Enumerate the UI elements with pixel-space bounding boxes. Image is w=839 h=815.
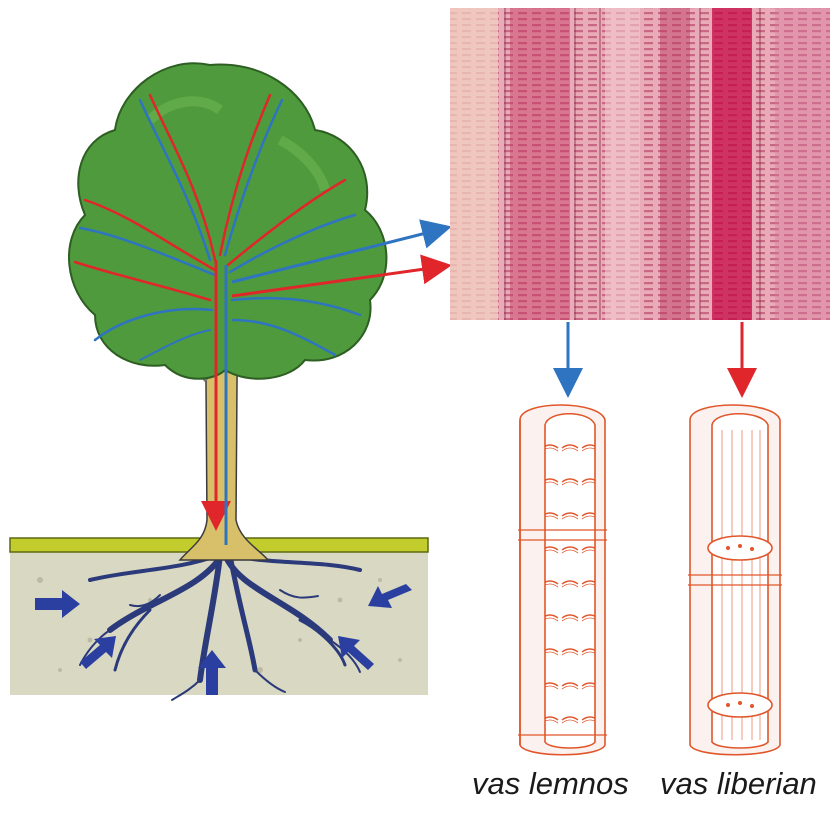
phloem-vessel-illustration (688, 405, 782, 755)
phloem-vessel-label: vas liberian (660, 768, 817, 799)
micrograph (450, 8, 830, 320)
xylem-vessel-label: vas lemnos (472, 768, 629, 799)
xylem-vessel-illustration (518, 405, 607, 755)
